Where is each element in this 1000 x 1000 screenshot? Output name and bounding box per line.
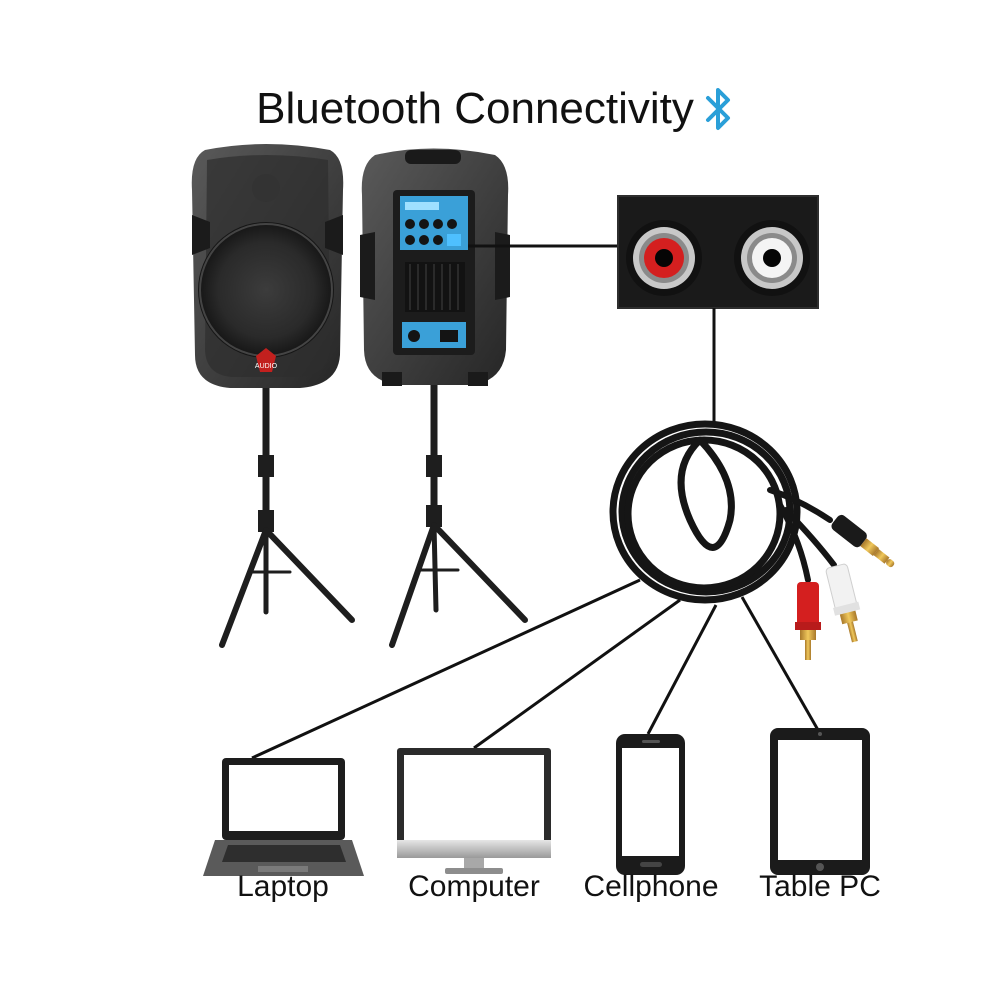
audio-cable-icon [609, 420, 895, 660]
speaker-front-icon: AUDIO [191, 144, 355, 648]
tablet-icon [770, 728, 870, 875]
device-label-cellphone: Cellphone [583, 870, 719, 903]
device-connector-lines [251, 578, 820, 760]
monitor-icon [397, 748, 551, 874]
laptop-icon [203, 758, 364, 876]
speaker-back-icon [360, 148, 528, 648]
page-title: Bluetooth Connectivity [0, 84, 990, 134]
device-label-computer: Computer [408, 870, 540, 903]
bluetooth-icon [705, 88, 730, 130]
cellphone-icon [616, 734, 685, 875]
title-text: Bluetooth Connectivity [256, 84, 694, 133]
device-label-tablet: Table PC [759, 870, 881, 903]
device-label-laptop: Laptop [237, 870, 329, 903]
rca-jacks-icon [617, 195, 819, 309]
speaker-brand: AUDIO [255, 363, 278, 370]
